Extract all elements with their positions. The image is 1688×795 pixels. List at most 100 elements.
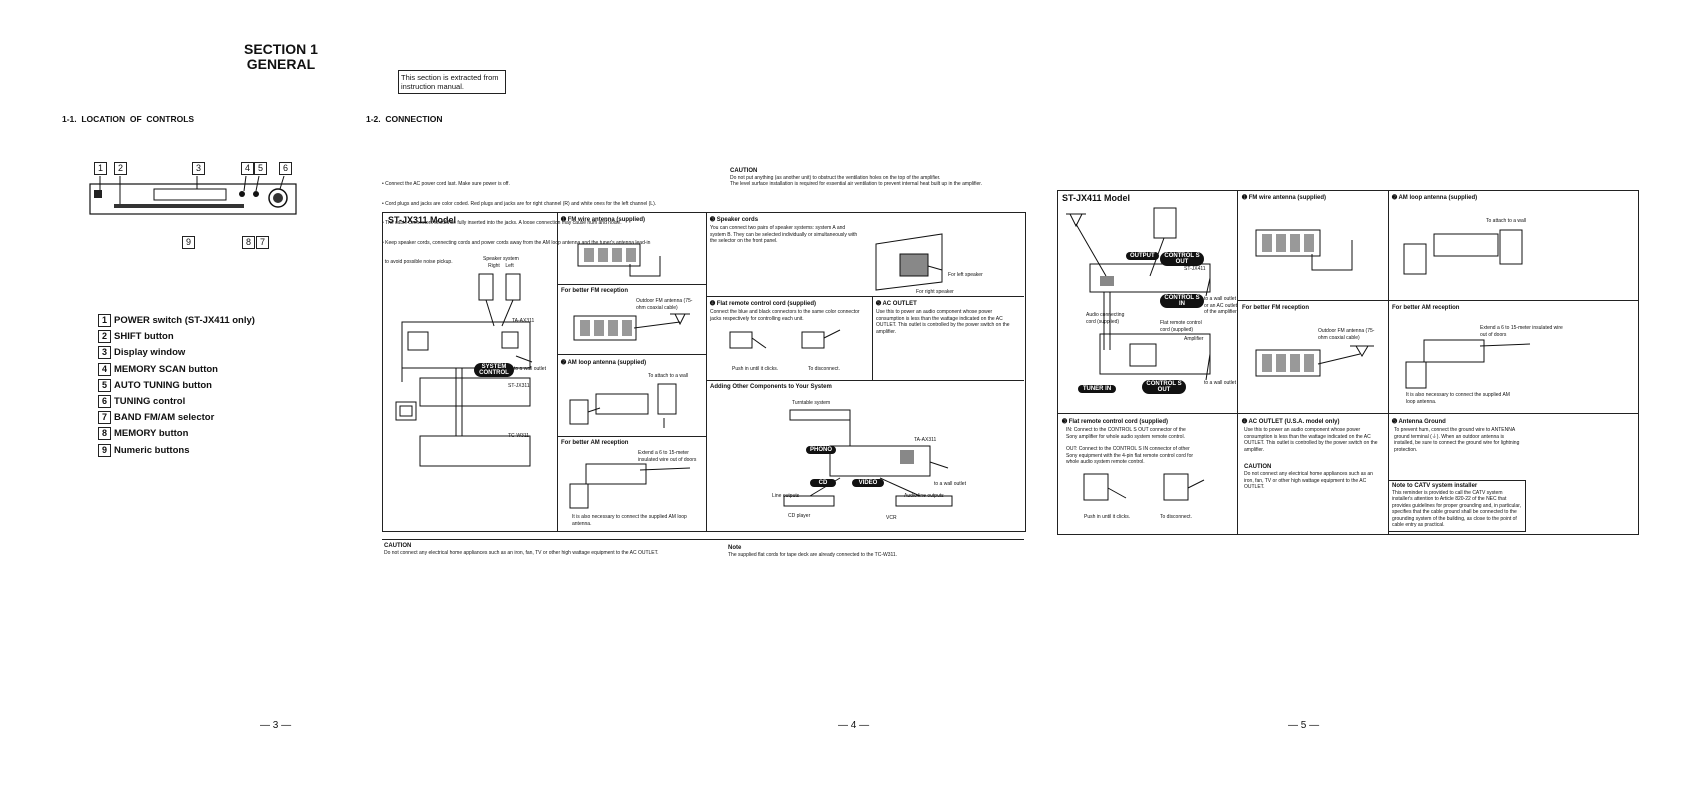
note-line: • Cord plugs and jacks are color coded. … — [382, 200, 657, 207]
divider — [706, 380, 1024, 381]
flat-disconnect-label: To disconnect. — [808, 366, 840, 372]
phono-badge: PHONO — [806, 446, 837, 454]
fm-antenna-drawing-2 — [1255, 229, 1353, 271]
am-antenna-drawing-2 — [1403, 229, 1523, 275]
fm-better-title-2: For better FM reception — [1242, 305, 1310, 311]
am-antenna-title: ➋ AM loop antenna (supplied) — [561, 360, 647, 366]
flat-cord-title: ➍ Flat remote control cord (supplied) — [710, 301, 817, 307]
fm-better-title: For better FM reception — [561, 288, 629, 294]
divider — [1237, 190, 1238, 534]
line-outputs-label: Line outputs — [772, 493, 800, 499]
video-badge: VIDEO — [852, 479, 884, 487]
jx411-flat-label: Flat remote control cord (supplied) — [1160, 320, 1202, 333]
tuner-front-panel: 1 2 3 4 5 6 — [86, 160, 300, 222]
fm-outdoor-label-2: Outdoor FM antenna (75-ohm coaxial cable… — [1318, 328, 1375, 341]
caution-text: Do not connect any electrical home appli… — [384, 549, 659, 556]
rule-bottom — [382, 539, 1024, 540]
section-number: SECTION 1 — [244, 41, 318, 57]
am-extend-label-2: Extend a 6 to 15-meter insulated wire ou… — [1480, 325, 1563, 338]
callout-1: 1 — [94, 162, 107, 175]
divider — [872, 296, 873, 380]
caution-outlet-note: CAUTION Do not connect any electrical ho… — [384, 543, 704, 556]
flat-push-label-2: Push in until it clicks. — [1084, 514, 1131, 520]
am-outdoor-drawing — [569, 463, 691, 509]
note-line: • Keep speaker cords, connecting cords a… — [382, 239, 651, 246]
cd-player-label: CD player — [788, 513, 811, 519]
callout-4: 4 — [241, 162, 254, 175]
divider — [706, 296, 1024, 297]
system-control-badge: SYSTEM CONTROL — [474, 363, 514, 377]
callout-2: 2 — [114, 162, 127, 175]
speaker-cords-text: You can connect two pairs of speaker sys… — [710, 225, 858, 244]
fm-antenna-title: ➊ FM wire antenna (supplied) — [561, 217, 646, 223]
callout-5: 5 — [254, 162, 267, 175]
flat-cord-text: Connect the blue and black connectors to… — [710, 309, 860, 322]
jx311-ta-label: TA-AX311 — [512, 318, 535, 324]
jx311-wall-label: to a wall outlet — [514, 366, 546, 372]
divider — [557, 436, 706, 437]
am-antenna-drawing — [569, 383, 677, 428]
adding-wall-label: to a wall outlet — [934, 481, 966, 487]
jx411-frame — [1057, 190, 1639, 535]
control-s-in-badge: CONTROL S IN — [1160, 294, 1204, 308]
ac-outlet-title: ➎ AC OUTLET — [876, 301, 917, 307]
section-name: GENERAL — [246, 56, 316, 72]
page-number-3: — 3 — — [260, 720, 292, 731]
jx311-tc-label: TC-W311 — [508, 433, 530, 439]
fm-antenna-title-2: ➊ FM wire antenna (supplied) — [1242, 195, 1327, 201]
flat-cord-title-2: ➌ Flat remote control cord (supplied) — [1062, 419, 1169, 425]
ac-outlet-text-2: Use this to power an audio component who… — [1244, 427, 1378, 453]
jx411-st-label: ST-JX411 — [1184, 266, 1206, 272]
extract-note-text: This section is extracted from instructi… — [401, 73, 499, 91]
flat-push-label: Push in until it clicks. — [732, 366, 779, 372]
flat-disconnect-label-2: To disconnect. — [1160, 514, 1192, 520]
fm-outdoor-label: Outdoor FM antenna (75-ohm coaxial cable… — [636, 298, 693, 311]
output-badge: OUTPUT — [1126, 252, 1159, 260]
top-callouts: 1 2 3 4 5 6 — [94, 162, 300, 176]
jx311-title: ST-JX311 Model — [388, 215, 457, 225]
amplifier-label: Amplifier — [1184, 336, 1204, 342]
am-extend-label: Extend a 6 to 15-meter insulated wire ou… — [638, 450, 697, 463]
location-heading: 1-1. LOCATION OF CONTROLS — [62, 114, 195, 124]
divider — [1057, 413, 1638, 414]
caution-line: Do not put anything (as another unit) to… — [730, 174, 941, 181]
note-title: Note — [728, 545, 742, 551]
jx311-frame — [382, 212, 1026, 532]
vcr-label: VCR — [886, 515, 897, 521]
jx411-wall-label-1: to a wall outlet or an AC outlet of the … — [1204, 296, 1238, 315]
catv-note-text: This reminder is provided to call the CA… — [1392, 489, 1521, 529]
catv-note-title: Note to CATV system installer — [1392, 483, 1478, 489]
extract-note-box: This section is extracted from instructi… — [398, 70, 506, 94]
note-line: to avoid possible noise pickup. — [382, 259, 453, 265]
speaker-terminal-drawing — [875, 233, 943, 291]
speaker-left-label: For left speaker — [948, 272, 983, 278]
cd-badge: CD — [810, 479, 836, 487]
flat-cord-note: Note The supplied flat cords for tape de… — [728, 545, 1028, 558]
speaker-cords-title: ➌ Speaker cords — [710, 217, 759, 223]
flat-cord-drawing — [729, 329, 841, 349]
jx311-system-diagram — [395, 273, 533, 467]
note-text: The supplied flat cords for tape deck ar… — [728, 551, 898, 558]
control-s-out-badge: CONTROL S OUT — [1160, 252, 1204, 266]
callout-7: 7 — [256, 236, 269, 249]
audio-line-outputs-label: Audio line outputs — [904, 493, 944, 499]
adding-components-title: Adding Other Components to Your System — [710, 384, 832, 390]
ac-caution-title-2: CAUTION — [1244, 464, 1272, 470]
flat-cord-drawing-2 — [1083, 473, 1205, 501]
divider — [1237, 300, 1638, 301]
caution-ventilation: CAUTION Do not put anything (as another … — [730, 168, 1030, 188]
caution-title: CAUTION — [384, 543, 412, 549]
section-title: SECTION 1 GENERAL — [244, 42, 318, 72]
callout-6: 6 — [279, 162, 292, 175]
page-number-5: — 5 — — [1288, 720, 1320, 731]
page-number-4: — 4 — — [838, 720, 870, 731]
antenna-ground-title: ➎ Antenna Ground — [1392, 419, 1446, 425]
divider — [557, 284, 706, 285]
note-line: • The cable connectors should be fully i… — [382, 220, 622, 226]
bottom-callouts: 9 8 7 — [86, 236, 300, 250]
fm-antenna-drawing — [577, 243, 661, 277]
